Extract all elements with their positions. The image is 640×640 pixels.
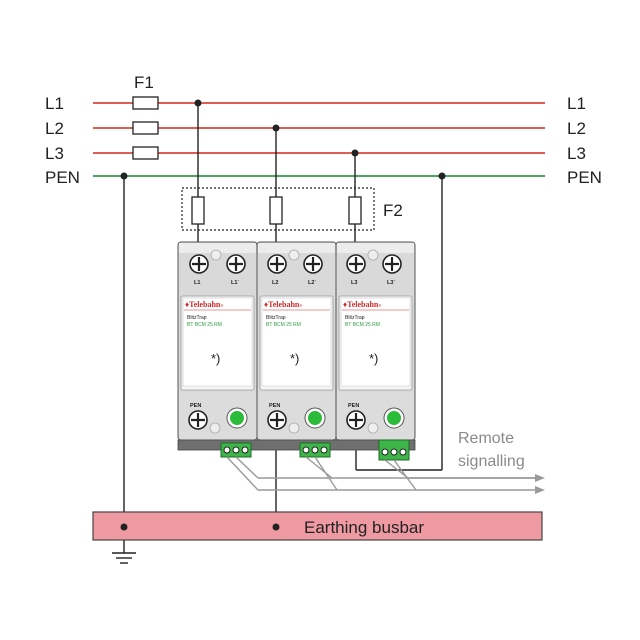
terminal-label-out: L3´ bbox=[387, 280, 395, 286]
busbar-label: Earthing busbar bbox=[304, 518, 424, 537]
label-f1: F1 bbox=[134, 73, 154, 92]
label-right-l1: L1 bbox=[567, 94, 586, 113]
remote-label-line1: Remote bbox=[458, 430, 514, 447]
terminal-label-pen: PEN bbox=[348, 403, 359, 409]
product-code: BT BCM 25 RM bbox=[345, 322, 380, 328]
product-code: BT BCM 25 RM bbox=[187, 322, 222, 328]
surge-module-1: L1 L1´ ♦Telebahn® BlitzTrap BT BCM 25 RM… bbox=[177, 241, 258, 441]
indicator-hole bbox=[288, 249, 300, 261]
arrow-icon bbox=[535, 474, 545, 482]
surge-module-3: L3 L3´ ♦Telebahn® BlitzTrap BT BCM 25 RM… bbox=[335, 241, 416, 441]
junction-busbar-pe bbox=[272, 523, 280, 531]
model-name: BlitzTrap bbox=[187, 315, 207, 321]
front-label bbox=[261, 297, 332, 387]
surge-module-2: L2 L2´ ♦Telebahn® BlitzTrap BT BCM 25 RM… bbox=[256, 241, 337, 441]
fuse-f2-l1 bbox=[191, 196, 205, 225]
label-left-pen: PEN bbox=[45, 168, 80, 187]
junction-l2 bbox=[272, 124, 280, 132]
note-mark: *) bbox=[369, 351, 378, 366]
terminal-label-out: L1´ bbox=[231, 280, 239, 286]
model-name: BlitzTrap bbox=[345, 315, 365, 321]
label-right-l3: L3 bbox=[567, 144, 586, 163]
ground-icon bbox=[112, 552, 136, 564]
conductor-lines bbox=[93, 102, 545, 177]
remote-signal-wires bbox=[226, 456, 545, 494]
module-top-shade bbox=[258, 243, 335, 253]
note-mark: *) bbox=[211, 351, 220, 366]
brand-logo: ♦Telebahn® bbox=[264, 300, 302, 309]
label-left-l2: L2 bbox=[45, 119, 64, 138]
f2-dotted-box bbox=[181, 187, 375, 231]
remote-connectors bbox=[220, 439, 410, 461]
junction-pen-left bbox=[120, 172, 128, 180]
indicator-hole bbox=[367, 422, 379, 434]
front-label bbox=[182, 297, 253, 387]
module-top-shade bbox=[179, 243, 256, 253]
terminal-label-out: L2´ bbox=[308, 280, 316, 286]
label-f2: F2 bbox=[383, 201, 403, 220]
fuse-group-f1: F1 bbox=[132, 73, 159, 160]
terminal-label-in: L1 bbox=[194, 280, 200, 286]
label-left-l3: L3 bbox=[45, 144, 64, 163]
terminal-label-pen: PEN bbox=[190, 403, 201, 409]
terminal-label-in: L3 bbox=[351, 280, 357, 286]
junction-busbar-earth bbox=[120, 523, 128, 531]
indicator-hole bbox=[288, 422, 300, 434]
indicator-hole bbox=[367, 249, 379, 261]
remote-label-line2: signalling bbox=[458, 453, 525, 470]
fuse-f1-l2 bbox=[132, 121, 159, 135]
label-left-l1: L1 bbox=[45, 94, 64, 113]
right-labels: L1 L2 L3 PEN bbox=[567, 94, 602, 187]
label-right-pen: PEN bbox=[567, 168, 602, 187]
fuse-f1-l1 bbox=[132, 96, 159, 110]
note-mark: *) bbox=[290, 351, 299, 366]
product-code: BT BCM 25 RM bbox=[266, 322, 301, 328]
brand-logo: ♦Telebahn® bbox=[185, 300, 223, 309]
module-top-shade bbox=[337, 243, 414, 253]
label-right-l2: L2 bbox=[567, 119, 586, 138]
junction-pen-right bbox=[438, 172, 446, 180]
fuse-f1-l3 bbox=[132, 146, 159, 160]
status-led-fill bbox=[308, 411, 322, 425]
indicator-hole bbox=[210, 249, 222, 261]
model-name: BlitzTrap bbox=[266, 315, 286, 321]
fuse-f2-l2 bbox=[269, 196, 283, 225]
terminal-label-pen: PEN bbox=[269, 403, 280, 409]
arrow-icon bbox=[535, 486, 545, 494]
earthing-busbar bbox=[92, 511, 543, 541]
status-led-fill bbox=[230, 411, 244, 425]
terminal-label-in: L2 bbox=[272, 280, 278, 286]
indicator-hole bbox=[209, 422, 221, 434]
front-label bbox=[340, 297, 411, 387]
fuse-group-f2: F2 bbox=[181, 187, 403, 231]
brand-logo: ♦Telebahn® bbox=[343, 300, 381, 309]
junction-l1 bbox=[194, 99, 202, 107]
fuse-f2-l3 bbox=[348, 196, 362, 225]
status-led-fill bbox=[387, 411, 401, 425]
junction-l3 bbox=[351, 149, 359, 157]
left-labels: L1 L2 L3 PEN bbox=[45, 94, 80, 187]
